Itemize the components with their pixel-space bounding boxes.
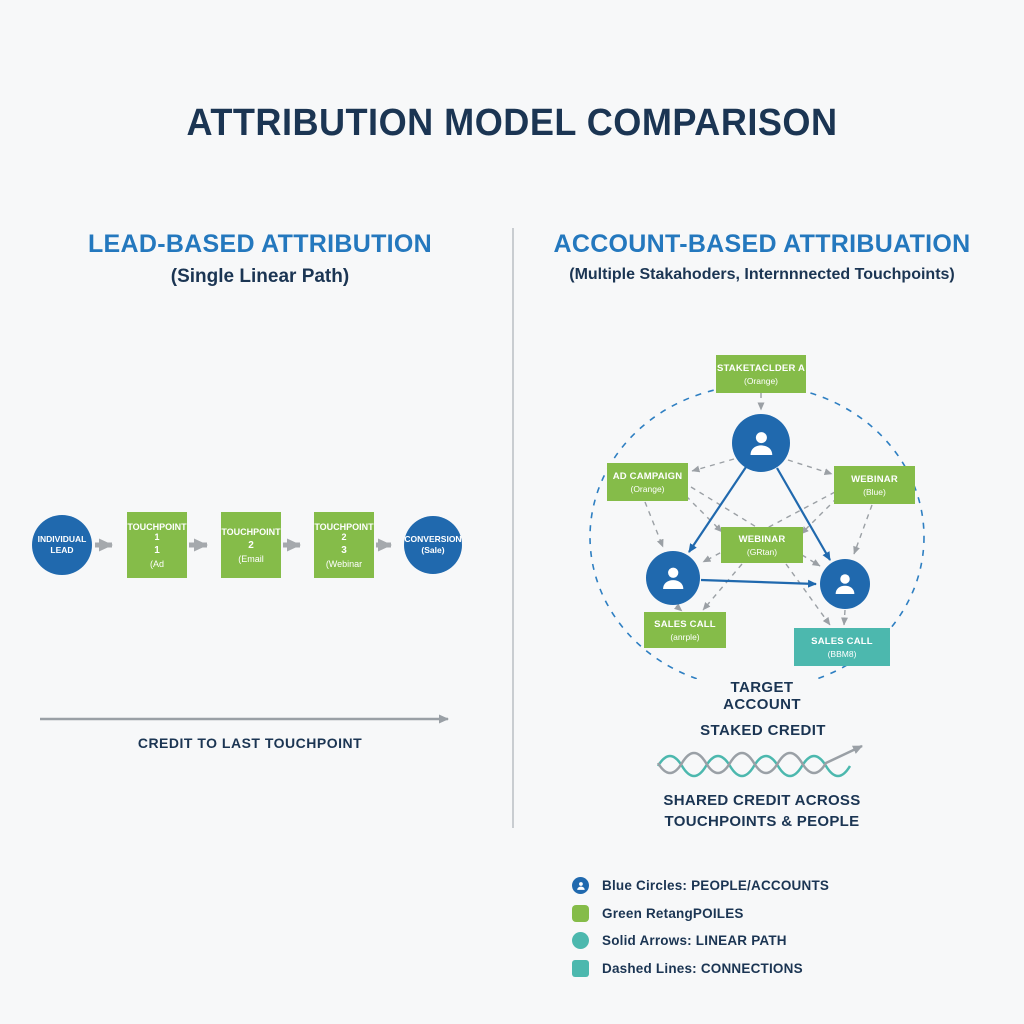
- solid-blue-connections: [688, 466, 831, 588]
- flow-touchpoint-2: TOUCHPOINT 2 (Email: [221, 512, 281, 578]
- flow-touchpoint-3: TOUCHPOINT 2 3 (Webinar: [314, 512, 374, 578]
- staked-credit-label: STAKED CREDIT: [700, 722, 826, 739]
- net-box-subtitle: (GRtan): [746, 546, 778, 557]
- net-box-title: STAKETACLDER A: [716, 362, 806, 374]
- net-box-subtitle: (BBM8): [827, 648, 857, 659]
- flow-node-label: INDIVIDUAL: [37, 534, 87, 545]
- flow-node-label: (Sale): [421, 545, 445, 555]
- touchpoint-number: 3: [341, 544, 347, 556]
- net-box-stakeholder-a: STAKETACLDER A (Orange): [716, 355, 806, 393]
- teal-square-icon: [572, 959, 589, 977]
- legend-label: Blue Circles: PEOPLE/ACCOUNTS: [602, 878, 830, 894]
- net-box-title: SALES CALL: [654, 618, 716, 630]
- right-heading: ACCOUNT-BASED ATTRIBUATION: [553, 230, 971, 258]
- flow-node-label: LEAD: [50, 545, 74, 555]
- touchpoint-channel: (Email: [238, 553, 264, 564]
- left-column-header: LEAD-BASED ATTRIBUTION (Single Linear Pa…: [40, 230, 480, 288]
- person-node-top: [732, 414, 790, 472]
- net-box-ad-campaign: AD CAMPAIGN (Orange): [607, 463, 688, 501]
- net-box-webinar-center: WEBINAR (GRtan): [721, 527, 803, 563]
- flow-node-label: CONVERSION: [404, 534, 462, 545]
- person-icon: [835, 574, 855, 594]
- legend: Blue Circles: PEOPLE/ACCOUNTS Green Reta…: [572, 872, 829, 982]
- flow-touchpoint-1: TOUCHPOINT 1 1 (Ad: [127, 512, 187, 578]
- legend-item-dashed-lines: Dashed Lines: CONNECTIONS: [572, 955, 829, 983]
- person-node-left: [646, 551, 700, 605]
- legend-item-solid-arrows: Solid Arrows: LINEAR PATH: [572, 927, 829, 955]
- net-box-subtitle: (Orange): [630, 483, 665, 494]
- person-node-right: [820, 559, 870, 609]
- touchpoint-channel: (Ad: [149, 558, 164, 569]
- net-box-sales-call-left: SALES CALL (anrple): [644, 612, 726, 648]
- touchpoint-channel: (Webinar: [325, 558, 363, 569]
- net-box-title: WEBINAR: [851, 473, 898, 485]
- legend-label: Green RetangPOILES: [602, 905, 744, 921]
- legend-label: Solid Arrows: LINEAR PATH: [602, 933, 787, 949]
- shared-credit-wave-gray: [656, 744, 863, 775]
- net-box-webinar-right: WEBINAR (Blue): [834, 466, 915, 504]
- left-subtitle: (Single Linear Path): [170, 266, 350, 287]
- person-icon: [662, 567, 684, 589]
- touchpoint-number: 2: [248, 539, 254, 551]
- shared-credit-line1: SHARED CREDIT ACROSS: [663, 792, 861, 809]
- touchpoint-number: 1: [154, 544, 160, 556]
- credit-to-last-touchpoint-label: CREDIT TO LAST TOUCHPOINT: [137, 735, 363, 751]
- person-icon: [750, 431, 772, 455]
- flow-node-conversion: CONVERSION (Sale): [404, 516, 462, 574]
- shared-credit-wave-teal: [656, 754, 852, 778]
- net-box-title: SALES CALL: [811, 635, 873, 647]
- legend-item-green: Green RetangPOILES: [572, 900, 829, 928]
- net-box-subtitle: (Blue): [863, 486, 886, 497]
- net-box-subtitle: (Orange): [743, 375, 778, 386]
- net-box-sales-call-right: SALES CALL (BBM8): [794, 628, 890, 666]
- flow-node-individual-lead: INDIVIDUAL LEAD: [32, 515, 92, 575]
- net-box-subtitle: (anrple): [670, 631, 700, 642]
- green-square-icon: [572, 904, 589, 922]
- touchpoint-title: TOUCHPOINT 2: [314, 521, 374, 542]
- page-title: ATTRIBUTION MODEL COMPARISON: [186, 102, 838, 144]
- net-box-title: AD CAMPAIGN: [612, 470, 683, 482]
- net-box-title: WEBINAR: [738, 533, 786, 545]
- touchpoint-title: TOUCHPOINT: [221, 526, 281, 537]
- right-subtitle: (Multiple Stakahoders, Internnnected Tou…: [569, 266, 955, 283]
- person-circle-icon: [572, 877, 589, 895]
- teal-circle-icon: [572, 932, 589, 950]
- legend-item-people: Blue Circles: PEOPLE/ACCOUNTS: [572, 872, 829, 900]
- touchpoint-title: TOUCHPOINT 1: [127, 521, 187, 542]
- left-heading: LEAD-BASED ATTRIBUTION: [87, 230, 433, 258]
- target-account-label: TARGET ACCOUNT: [687, 679, 837, 713]
- right-column-header: ACCOUNT-BASED ATTRIBUATION (Multiple Sta…: [530, 230, 994, 284]
- legend-label: Dashed Lines: CONNECTIONS: [602, 960, 803, 976]
- shared-credit-line2: TOUCHPOINTS & PEOPLE: [664, 813, 860, 830]
